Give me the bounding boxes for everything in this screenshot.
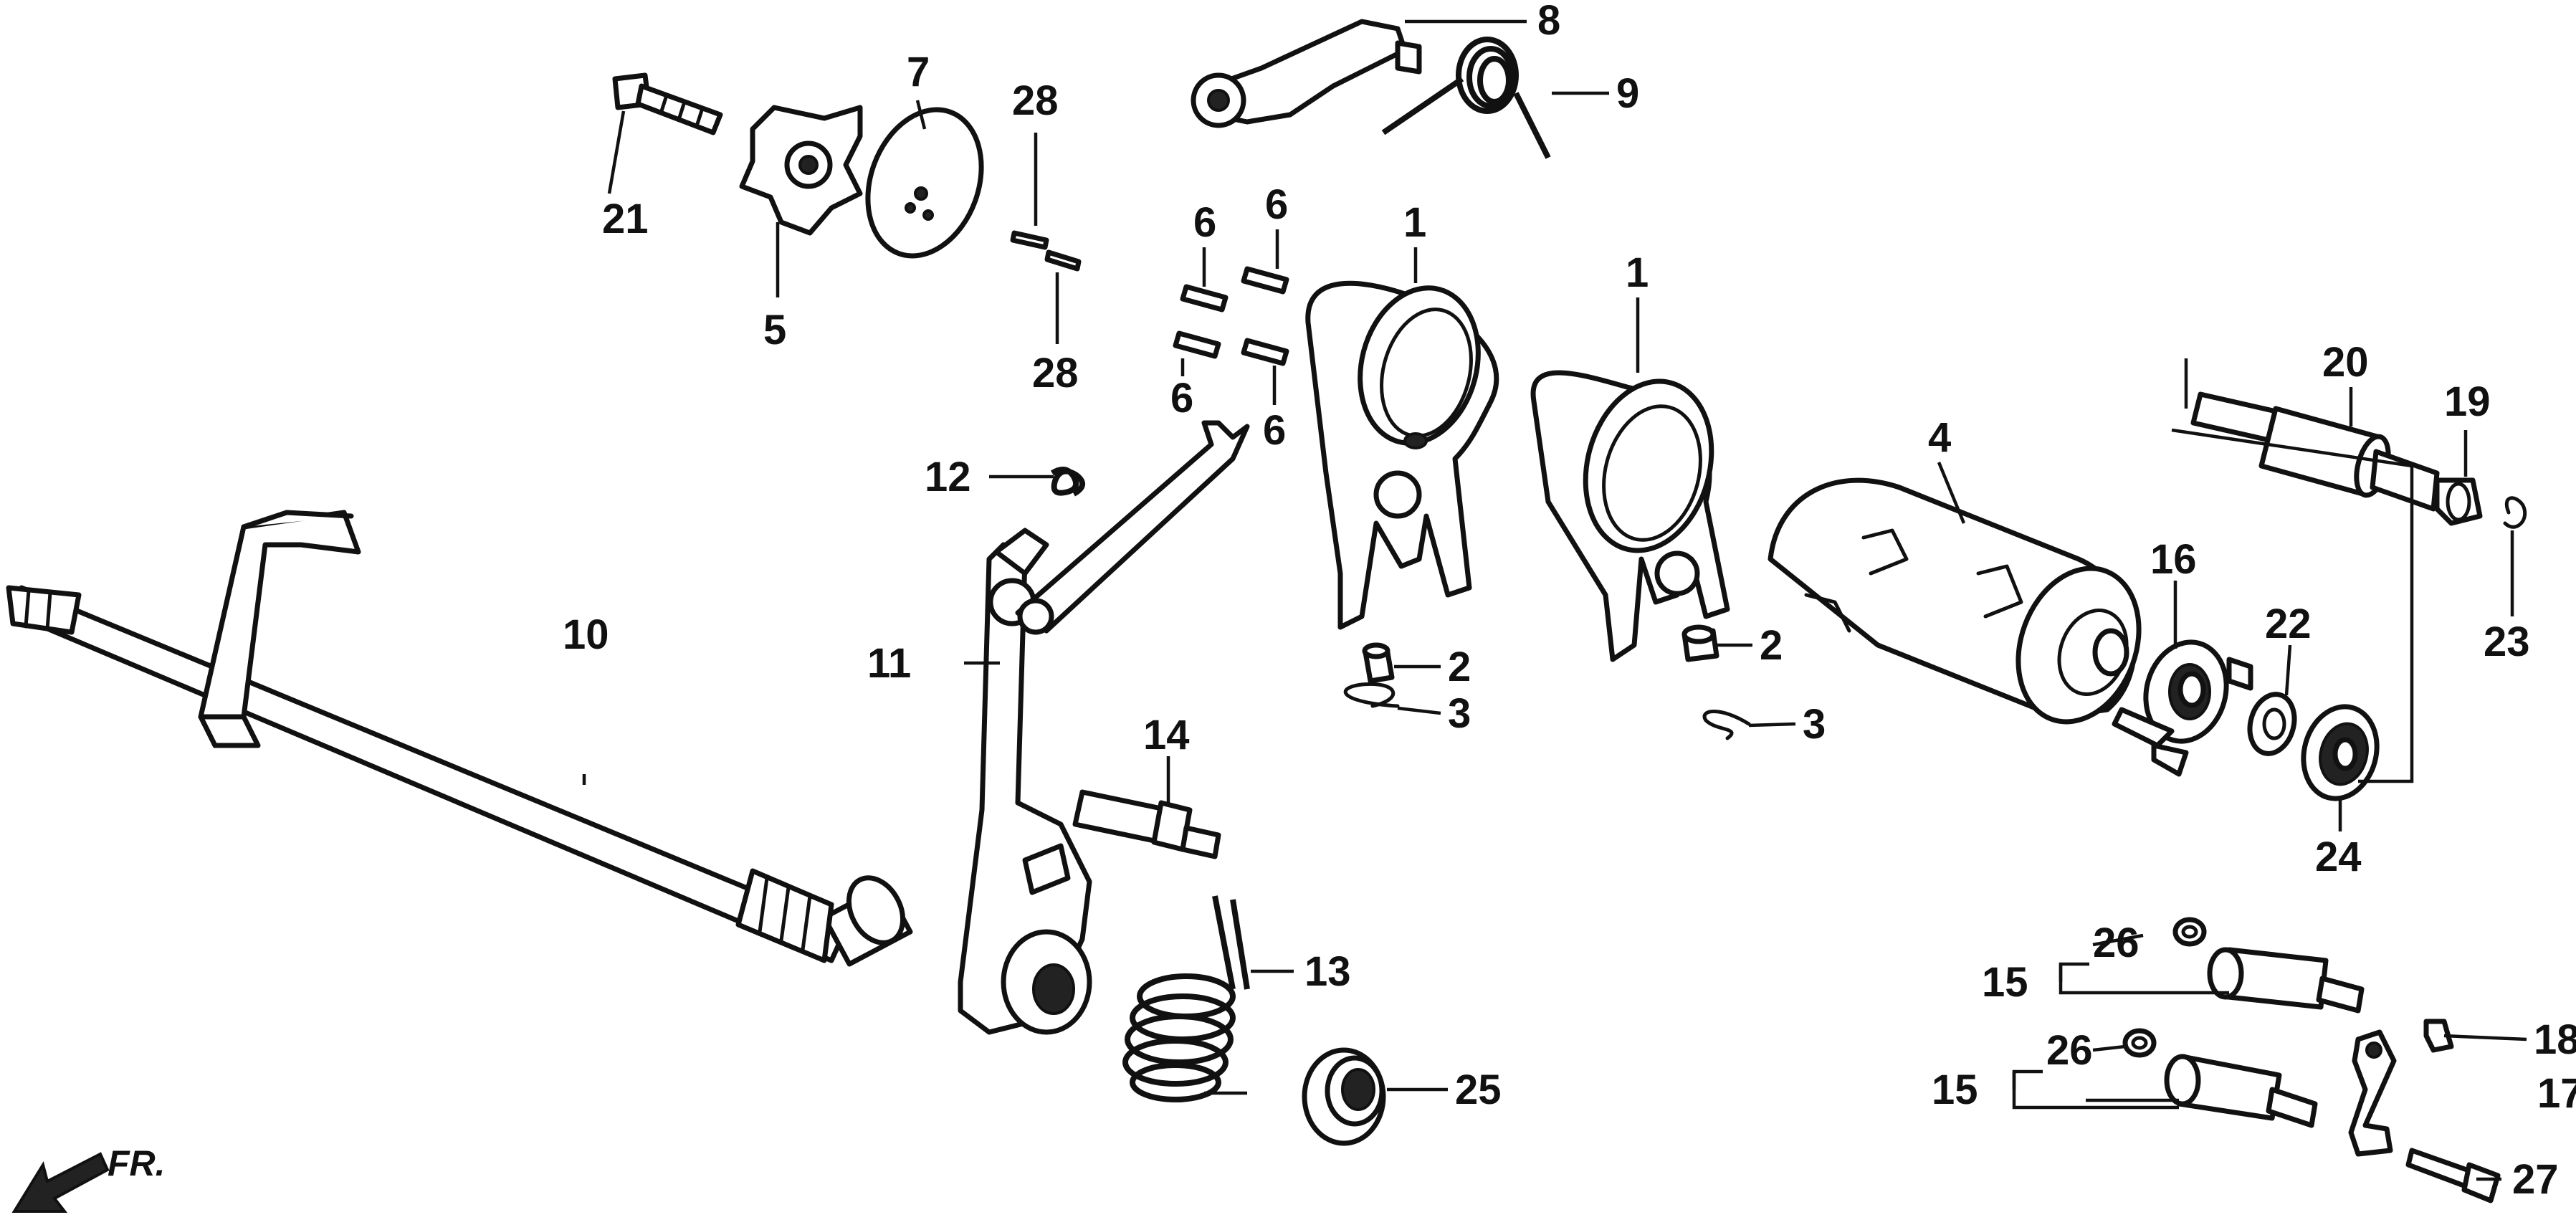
leader-lines (582, 19, 2527, 1181)
bolt-21-part (612, 72, 723, 135)
callout-8: 8 (1537, 0, 1560, 44)
gearshift-shaft-part (6, 510, 913, 967)
stopper-plate-part (739, 105, 863, 236)
callout-17: 17 (2537, 1070, 2576, 1117)
callout-2b: 2 (1760, 622, 1783, 669)
guide-pin-2a-part (1362, 642, 1395, 684)
arm-8-part (1191, 19, 1422, 128)
callout-14: 14 (1143, 712, 1190, 758)
callout-labels: 1 1 2 2 3 3 4 5 6 6 6 6 7 8 9 10 11 12 1… (563, 0, 2576, 1203)
callout-16: 16 (2150, 536, 2197, 583)
drum-assembly-bracket (2171, 428, 2414, 783)
callout-15b: 15 (1932, 1067, 1978, 1113)
callout-3a: 3 (1448, 690, 1471, 737)
callout-19: 19 (2444, 378, 2491, 425)
cap-18-part (2423, 1019, 2454, 1053)
callout-2a: 2 (1448, 644, 1471, 690)
callout-22: 22 (2265, 601, 2312, 647)
pivot-bolt-15a-part (2172, 917, 2365, 1014)
stopper-arm-part (1015, 420, 1250, 635)
bearing-24-part (2301, 704, 2380, 801)
collar-19-part (2434, 477, 2483, 526)
small-spring-part (1050, 467, 1085, 497)
callout-28b: 28 (1032, 350, 1079, 396)
shift-fork-left-part (1305, 280, 1499, 630)
clip-3b-part (1702, 710, 1751, 740)
callout-10: 10 (563, 611, 609, 658)
callout-23: 23 (2484, 619, 2530, 665)
callout-26a: 26 (2093, 920, 2139, 966)
shift-drum-disc-part (865, 107, 984, 259)
front-arrow-icon (11, 1152, 110, 1213)
callout-13: 13 (1304, 948, 1351, 995)
bolt-27-part (2405, 1148, 2501, 1203)
pivot-bolt-15b-part (2122, 1028, 2318, 1128)
shift-fork-right-part (1530, 370, 1730, 662)
callout-6a: 6 (1193, 199, 1216, 246)
callout-3b: 3 (1803, 701, 1826, 748)
callout-1b: 1 (1626, 249, 1649, 296)
circlip-23-part (2503, 496, 2527, 529)
callout-25: 25 (1455, 1067, 1502, 1113)
front-direction-indicator: FR. (11, 1143, 166, 1213)
callout-28a: 28 (1012, 77, 1059, 124)
gearshift-arm-part (958, 528, 1092, 1035)
callout-1a: 1 (1403, 199, 1426, 246)
callout-7: 7 (907, 49, 930, 95)
callout-12: 12 (925, 454, 971, 500)
front-direction-label: FR. (108, 1143, 166, 1183)
callout-5: 5 (763, 307, 786, 353)
bearing-holder-16-part (2112, 639, 2253, 777)
large-spring-part (1122, 895, 1250, 1102)
callout-6d: 6 (1263, 407, 1286, 454)
washer-22-part (2247, 692, 2297, 756)
callout-6b: 6 (1265, 181, 1288, 228)
callout-11: 11 (867, 640, 911, 687)
callout-4: 4 (1928, 414, 1951, 461)
clip-3a-part (1343, 682, 1400, 708)
callout-18: 18 (2534, 1016, 2576, 1063)
callout-21: 21 (602, 196, 649, 242)
callout-27: 27 (2512, 1156, 2559, 1203)
shift-drum-part (1768, 477, 2142, 725)
callout-26b: 26 (2046, 1027, 2093, 1074)
callout-15a: 15 (1982, 959, 2028, 1006)
pins-6-part (1173, 266, 1289, 366)
guide-pin-2b-part (1681, 624, 1719, 662)
oil-seal-part (1302, 1047, 1386, 1146)
pivot-bolt-part (1072, 789, 1221, 859)
callout-24: 24 (2315, 834, 2362, 880)
dowel-pins-28-part (1010, 230, 1082, 272)
return-spring-9-part (1381, 37, 1551, 159)
callout-9: 9 (1616, 70, 1639, 117)
callout-20: 20 (2322, 339, 2369, 386)
callout-6c: 6 (1170, 375, 1193, 421)
stay-plate-17-part (2348, 1029, 2397, 1157)
